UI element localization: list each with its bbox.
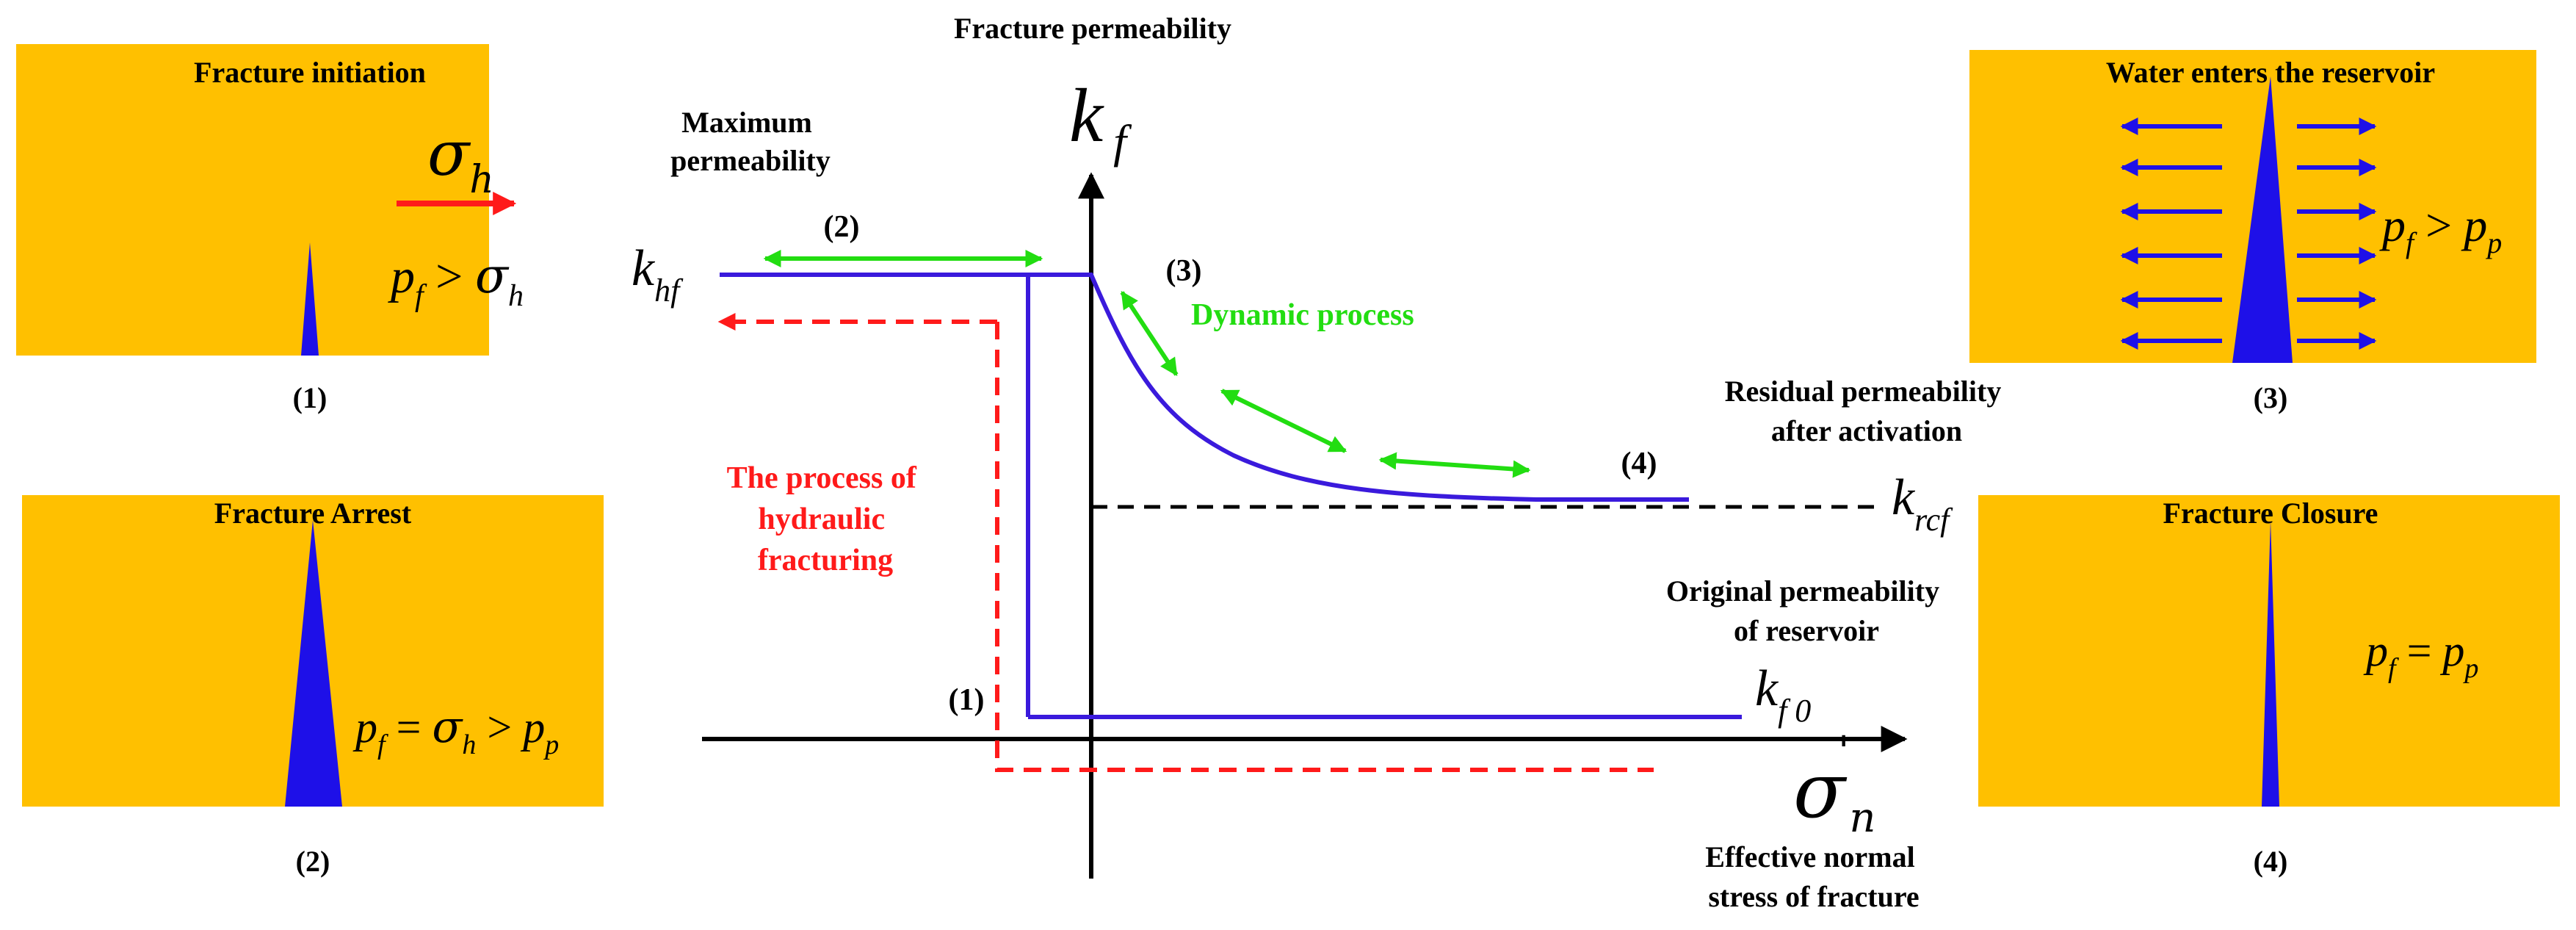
stage-2-label: (2)	[824, 210, 860, 244]
krcf-label: krcf	[1892, 469, 1953, 538]
permeability-curve	[720, 273, 1689, 502]
x-axis-label: Effective normal stress of fracture	[1705, 840, 1922, 913]
hydraulic-process-path	[995, 322, 1654, 772]
pressure-condition: pf > pp	[2379, 199, 2502, 259]
panel-background	[16, 44, 489, 356]
flow-arrows-left	[2120, 118, 2222, 350]
pressure-condition: pf = pp	[2363, 627, 2478, 684]
x-axis-symbol: σ'n	[1793, 728, 1875, 842]
fracture-wedge	[301, 242, 319, 356]
max-permeability-label: Maximum permeability	[670, 106, 831, 177]
dynamic-process-label: Dynamic process	[1191, 298, 1414, 332]
stage-1-label: (1)	[949, 683, 985, 717]
panel-caption-1: (1)	[293, 381, 328, 414]
kf0-label: kf 0	[1755, 660, 1811, 729]
fracture-wedge	[285, 520, 342, 807]
flow-arrows-right	[2297, 118, 2377, 350]
pressure-condition: pf = σh > pp	[352, 702, 559, 760]
stress-symbol: σh	[427, 118, 494, 202]
original-permeability-label: Original permeability of reservoir	[1666, 574, 1947, 647]
stage-3-label: (3)	[1166, 254, 1202, 288]
stage-4-label: (4)	[1621, 447, 1657, 480]
dynamic-process-arrows	[1120, 290, 1531, 478]
panel-fracture-arrest: Fracture Arrest pf = σh > pp	[22, 495, 604, 807]
panel-title: Fracture initiation	[194, 56, 426, 89]
panel-fracture-closure: Fracture Closure pf = pp	[1978, 495, 2560, 807]
panel-caption-2: (2)	[296, 845, 330, 878]
panel-fracture-initiation: Fracture initiation σh pf > σh	[16, 44, 524, 356]
residual-permeability-label: Residual permeability after activation	[1725, 375, 2009, 447]
fracture-wedge	[2262, 520, 2279, 807]
panel-caption-4: (4)	[2254, 845, 2288, 878]
panel-water-enters: Water enters the reservoir pf > pp	[1969, 50, 2536, 363]
panel-caption-3: (3)	[2254, 381, 2288, 414]
fracture-wedge	[2232, 76, 2293, 363]
pressure-condition: pf > σh	[388, 248, 524, 313]
khf-label: khf	[632, 240, 684, 309]
hydraulic-process-label: The process of hydraulic fracturing	[727, 461, 925, 577]
diagram-title: Fracture permeability	[954, 12, 1231, 45]
